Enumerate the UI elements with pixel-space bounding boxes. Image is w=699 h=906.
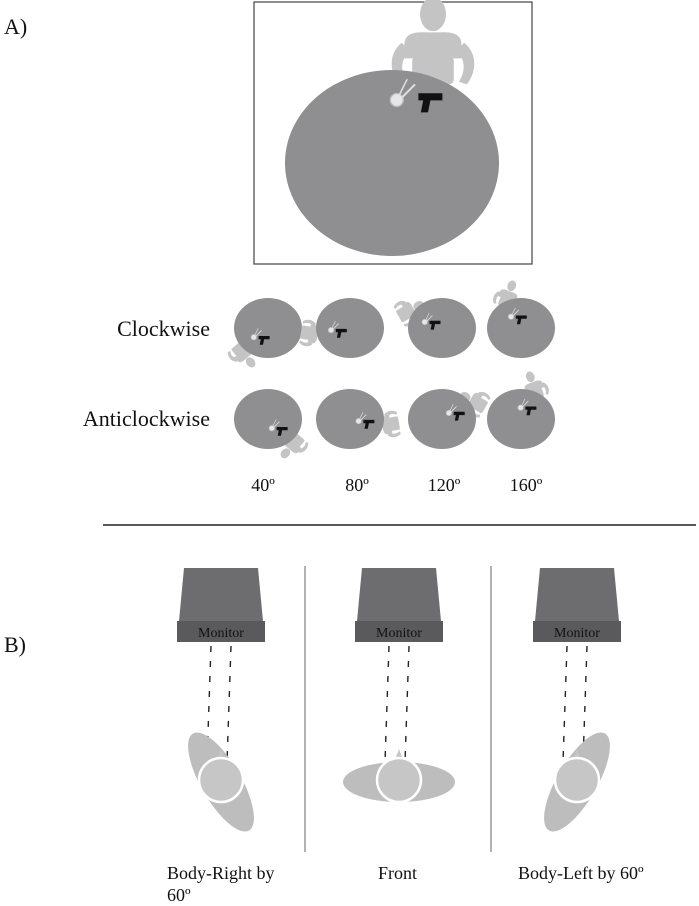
clockwise-table-40 <box>225 298 302 376</box>
small-table <box>316 389 384 449</box>
head-circle <box>197 756 245 804</box>
condition-front: Monitor <box>343 568 455 804</box>
sight-line-left <box>384 645 390 763</box>
angle-label-80: 80º <box>345 475 369 495</box>
sight-line-right <box>226 645 232 763</box>
angle-label-120: 120º <box>427 475 461 495</box>
monitor-screen <box>535 568 619 621</box>
small-table <box>487 298 555 358</box>
condition-body-left: Monitor <box>533 568 621 832</box>
anticlockwise-table-40 <box>234 389 311 467</box>
monitor-label: Monitor <box>198 626 244 641</box>
sight-line-left <box>206 645 212 763</box>
anticlockwise-table-120 <box>408 382 492 449</box>
monitor-base <box>355 621 443 642</box>
caption-body-right: Body-Right by 60º <box>167 863 275 905</box>
anticlockwise-table-80 <box>316 389 402 449</box>
caption-front: Front <box>378 863 418 883</box>
panel-a-label: A) <box>4 14 28 39</box>
small-table <box>408 298 476 358</box>
angle-label-40: 40º <box>251 475 275 495</box>
clockwise-table-160 <box>487 276 555 358</box>
row-label-clockwise: Clockwise <box>117 316 210 341</box>
angle-label-160: 160º <box>509 475 543 495</box>
small-table <box>316 298 384 358</box>
sight-line-left <box>562 645 568 763</box>
monitor-base <box>177 621 265 642</box>
monitor-label: Monitor <box>554 626 600 641</box>
head-circle <box>375 756 423 804</box>
panel-b-label: B) <box>4 632 26 657</box>
anticlockwise-row <box>234 367 555 467</box>
head-circle <box>553 756 601 804</box>
small-table <box>234 298 302 358</box>
monitor-screen <box>357 568 441 621</box>
clockwise-table-120 <box>392 291 476 358</box>
clockwise-table-80 <box>298 298 384 358</box>
anticlockwise-table-160 <box>487 367 555 449</box>
caption-body-left: Body-Left by 60º <box>518 863 644 883</box>
row-label-anticlockwise: Anticlockwise <box>82 406 210 431</box>
sight-line-right <box>582 645 588 763</box>
sight-line-right <box>404 645 410 763</box>
small-table <box>487 389 555 449</box>
small-table <box>408 389 476 449</box>
monitor-label: Monitor <box>376 626 422 641</box>
large-table <box>285 70 499 256</box>
condition-body-right: Monitor <box>177 568 265 832</box>
small-table <box>234 389 302 449</box>
monitor-base <box>533 621 621 642</box>
monitor-screen <box>179 568 263 621</box>
clockwise-row <box>225 276 555 376</box>
